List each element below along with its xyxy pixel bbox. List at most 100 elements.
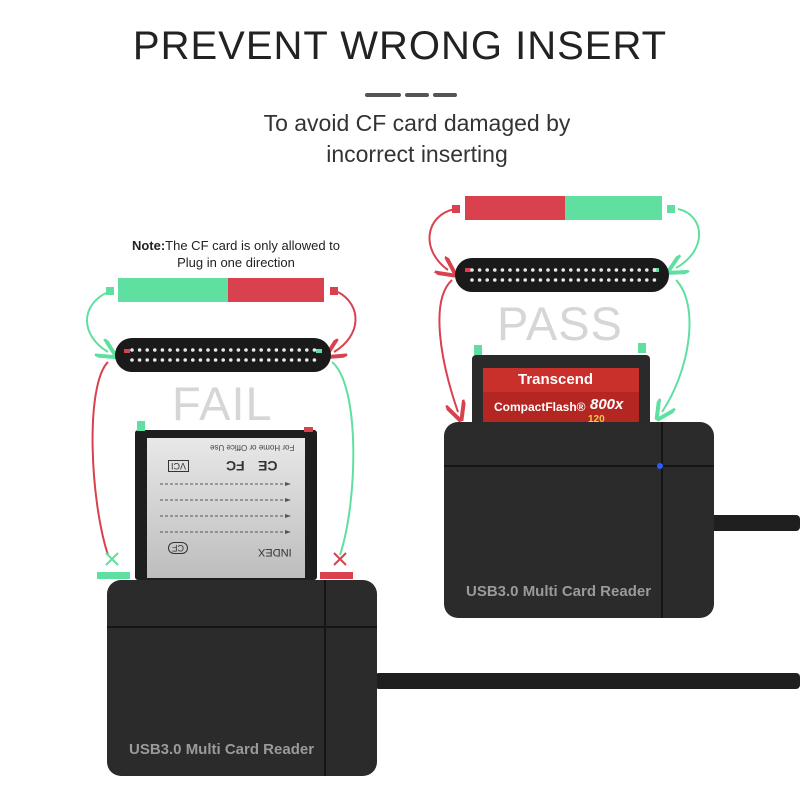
- pin-hole: [305, 348, 309, 352]
- pass-red-arrow-top: [428, 208, 455, 270]
- pass-connector-red-tick: [465, 268, 471, 272]
- pin-hole: [137, 348, 142, 352]
- pass-connector-pins: [455, 258, 669, 292]
- pin-hole: [145, 348, 149, 352]
- pin-hole: [569, 268, 573, 272]
- fail-connector-pins: [115, 338, 331, 372]
- fail-card-reader: [107, 580, 377, 776]
- pin-hole: [553, 278, 558, 282]
- pin-hole: [198, 358, 203, 362]
- fail-bar-left-marker: [106, 287, 114, 295]
- pin-hole: [312, 348, 317, 352]
- pin-hole: [546, 268, 550, 272]
- pin-hole: [508, 268, 512, 272]
- fail-bar-right-marker: [330, 287, 338, 295]
- title-divider-right: [433, 93, 457, 97]
- fail-card-back-label: [147, 438, 305, 578]
- pin-hole: [538, 278, 543, 282]
- pin-hole: [267, 348, 271, 352]
- pin-hole: [584, 278, 588, 282]
- pin-hole: [137, 358, 142, 362]
- pin-hole: [645, 278, 649, 282]
- pin-hole: [591, 268, 596, 272]
- pass-scene: [428, 196, 800, 618]
- pin-hole: [221, 348, 225, 352]
- pin-hole: [515, 268, 520, 272]
- pin-hole: [599, 268, 603, 272]
- page-title: PREVENT WRONG INSERT: [132, 24, 668, 68]
- pin-hole: [584, 268, 588, 272]
- fail-usb-cable: [375, 673, 800, 689]
- pin-hole: [130, 348, 134, 352]
- pass-bar-right-marker: [667, 205, 675, 213]
- pin-hole: [561, 278, 565, 282]
- pin-hole: [213, 348, 218, 352]
- pin-hole: [576, 278, 581, 282]
- fail-red-arrow-bottom: [91, 361, 109, 556]
- pin-hole: [531, 268, 535, 272]
- pass-orientation-green-segment: [565, 196, 662, 220]
- fail-cross-right-icon: [333, 552, 347, 566]
- pin-hole: [213, 358, 218, 362]
- fail-orientation-green-segment: [118, 278, 228, 302]
- fail-card-vci-icon: VCI: [168, 460, 190, 472]
- fail-base-red-marker: [320, 572, 353, 579]
- pin-hole: [607, 278, 611, 282]
- pin-hole: [312, 358, 317, 362]
- fail-card-fc-icon: FC: [226, 458, 245, 474]
- pin-hole: [282, 358, 286, 362]
- fail-scene: [86, 278, 800, 776]
- pin-hole: [251, 358, 256, 362]
- fail-card-lines: [160, 483, 290, 533]
- fail-green-arrow-bottom: [331, 361, 355, 556]
- pin-hole: [168, 358, 172, 362]
- pin-hole: [221, 358, 225, 362]
- pin-hole: [637, 278, 641, 282]
- pin-hole: [168, 348, 172, 352]
- pin-hole: [645, 268, 649, 272]
- pin-hole: [305, 358, 309, 362]
- title-divider-left: [365, 93, 401, 97]
- pin-hole: [652, 268, 657, 272]
- fail-card-markers: [285, 482, 291, 534]
- pin-hole: [175, 348, 180, 352]
- pin-hole: [236, 348, 241, 352]
- fail-pin-holes: [130, 348, 317, 362]
- pass-card-type: CompactFlash®: [494, 400, 586, 414]
- pin-hole: [274, 358, 279, 362]
- fail-card-green-tab: [137, 421, 145, 431]
- pin-hole: [591, 278, 596, 282]
- pin-hole: [236, 358, 241, 362]
- pin-hole: [153, 358, 157, 362]
- fail-reader-label: USB3.0 Multi Card Reader: [129, 741, 315, 758]
- pin-hole: [191, 358, 195, 362]
- fail-cross-left-icon: [105, 552, 119, 566]
- pass-bar-left-marker: [452, 205, 460, 213]
- pin-hole: [470, 268, 474, 272]
- fail-orientation-red-segment: [228, 278, 324, 302]
- pin-hole: [485, 268, 490, 272]
- pass-red-arrow-bottom: [438, 279, 458, 412]
- pin-hole: [531, 278, 535, 282]
- pass-card-label-top: [483, 368, 639, 392]
- pass-green-arrow-top: [676, 208, 701, 268]
- fail-red-arrow-top: [334, 291, 357, 352]
- pin-hole: [206, 348, 210, 352]
- pin-hole: [251, 348, 256, 352]
- pin-hole: [229, 358, 233, 362]
- pin-hole: [289, 358, 294, 362]
- pin-hole: [160, 358, 165, 362]
- pin-hole: [538, 268, 543, 272]
- pin-hole: [470, 278, 474, 282]
- pin-hole: [652, 278, 657, 282]
- fail-card-index-text: INDEX: [258, 546, 292, 558]
- fail-green-arrow-top: [86, 291, 108, 352]
- fail-card-usage-text: For Home or Office Use: [210, 443, 295, 452]
- pin-hole: [130, 358, 134, 362]
- pass-green-arrow-bottom: [662, 279, 691, 412]
- pin-hole: [145, 358, 149, 362]
- pin-hole: [500, 268, 505, 272]
- pin-hole: [259, 358, 264, 362]
- pin-hole: [569, 278, 573, 282]
- pin-hole: [160, 348, 165, 352]
